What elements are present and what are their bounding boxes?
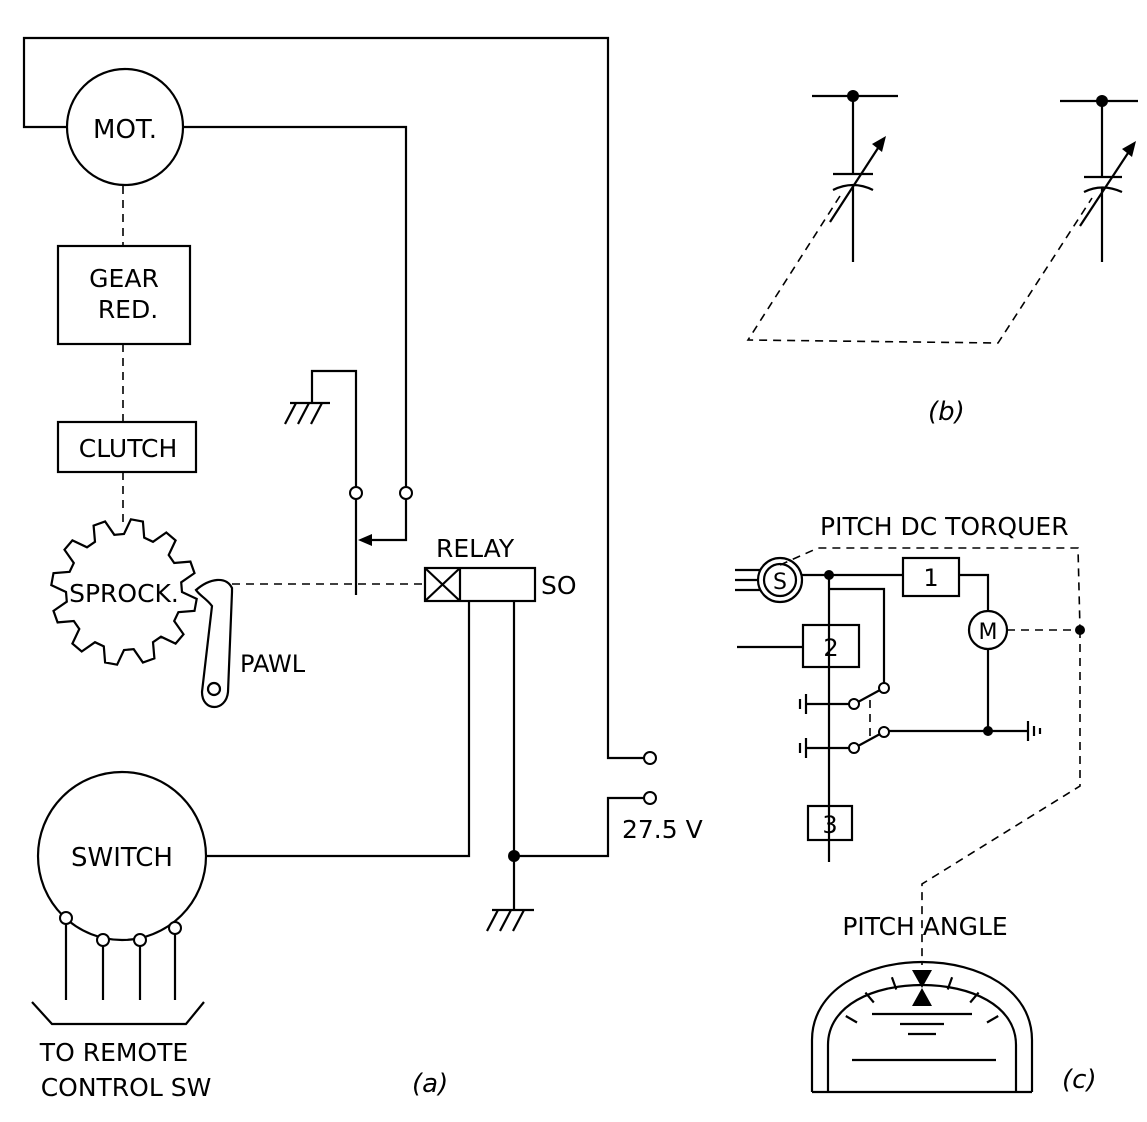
motor-label-c: M <box>979 620 998 645</box>
junction-dot <box>508 850 520 862</box>
contact-arm <box>366 499 408 542</box>
pointer-top <box>912 970 932 988</box>
caption-a: (a) <box>412 1069 448 1099</box>
switch-terminal <box>59 911 73 925</box>
pointer-bottom <box>912 988 932 1006</box>
torquer-link <box>779 547 1081 631</box>
voltage-label: 27.5 V <box>622 815 703 844</box>
relay-body <box>423 566 537 603</box>
relay-label: RELAY <box>436 534 515 563</box>
pawl-label: PAWL <box>240 650 306 678</box>
synchro-label: S <box>773 570 787 595</box>
dial-tick <box>890 976 898 990</box>
dial-tick <box>969 991 980 1004</box>
junction-dot <box>983 726 993 736</box>
gear-label-1: GEAR <box>89 264 159 293</box>
diagram-b: (b) <box>746 90 1138 427</box>
indicator-ticks <box>845 976 999 1024</box>
dial-tick <box>946 976 954 990</box>
clutch-label: CLUTCH <box>79 434 178 463</box>
box-1 <box>901 556 961 598</box>
contact-arrow <box>358 534 372 546</box>
synchro-inner <box>762 562 798 598</box>
motor-label: MOT. <box>93 115 157 145</box>
switch-terminal <box>133 933 147 947</box>
relay-switch-wire <box>206 601 471 858</box>
capacitor-plate-curved <box>1083 186 1123 194</box>
clutch-box <box>56 420 198 474</box>
dial-tick <box>986 1015 999 1024</box>
dial-tick <box>845 1015 858 1024</box>
variable-arrow <box>872 136 886 152</box>
gang-link <box>746 195 1093 344</box>
remote-label-2: CONTROL SW <box>41 1073 212 1102</box>
torquer-label: PITCH DC TORQUER <box>820 512 1069 541</box>
sprocket-gear <box>50 518 198 666</box>
variable-arrow <box>1122 141 1136 157</box>
box-3 <box>806 804 854 842</box>
motor-contact-wire <box>183 125 408 493</box>
contact-terminal <box>349 486 363 500</box>
supply-27v-wire <box>514 796 650 858</box>
indicator-link <box>921 630 1081 965</box>
supply-terminal <box>643 751 657 765</box>
dial-tick <box>864 991 875 1004</box>
ground-contact-wire <box>310 369 358 493</box>
supply-terminal <box>643 791 657 805</box>
rotary-switch <box>36 770 208 942</box>
switch-terminal <box>96 933 110 947</box>
switch-label: SWITCH <box>71 843 173 873</box>
sprocket-label: SPROCK. <box>69 579 179 608</box>
gear-label-2: RED. <box>98 295 158 324</box>
caption-b: (b) <box>928 397 965 427</box>
remote-bracket <box>31 1001 205 1026</box>
caption-c: (c) <box>1062 1065 1097 1095</box>
pawl <box>194 578 234 708</box>
gear-reducer-box <box>56 244 192 346</box>
box-1-label: 1 <box>923 564 938 592</box>
so-label: SO <box>541 571 577 600</box>
box-3-label: 3 <box>822 811 837 839</box>
switch-terminal <box>168 921 182 935</box>
indicator-case <box>810 960 1034 1092</box>
diagram-c: PITCH DC TORQUER S 1 M 2 <box>735 512 1097 1095</box>
pawl-pivot <box>206 681 222 697</box>
contact-terminal <box>399 486 413 500</box>
angle-label: PITCH ANGLE <box>842 912 1007 941</box>
motor-supply-wire <box>22 36 650 760</box>
box-2 <box>801 623 861 669</box>
synchro-outer <box>756 556 804 604</box>
diagram-a: MOT. GEAR RED. CLUTCH SPROCK. PAWL <box>22 36 703 1102</box>
remote-label-1: TO REMOTE <box>39 1038 188 1067</box>
box-2-label: 2 <box>823 634 838 662</box>
